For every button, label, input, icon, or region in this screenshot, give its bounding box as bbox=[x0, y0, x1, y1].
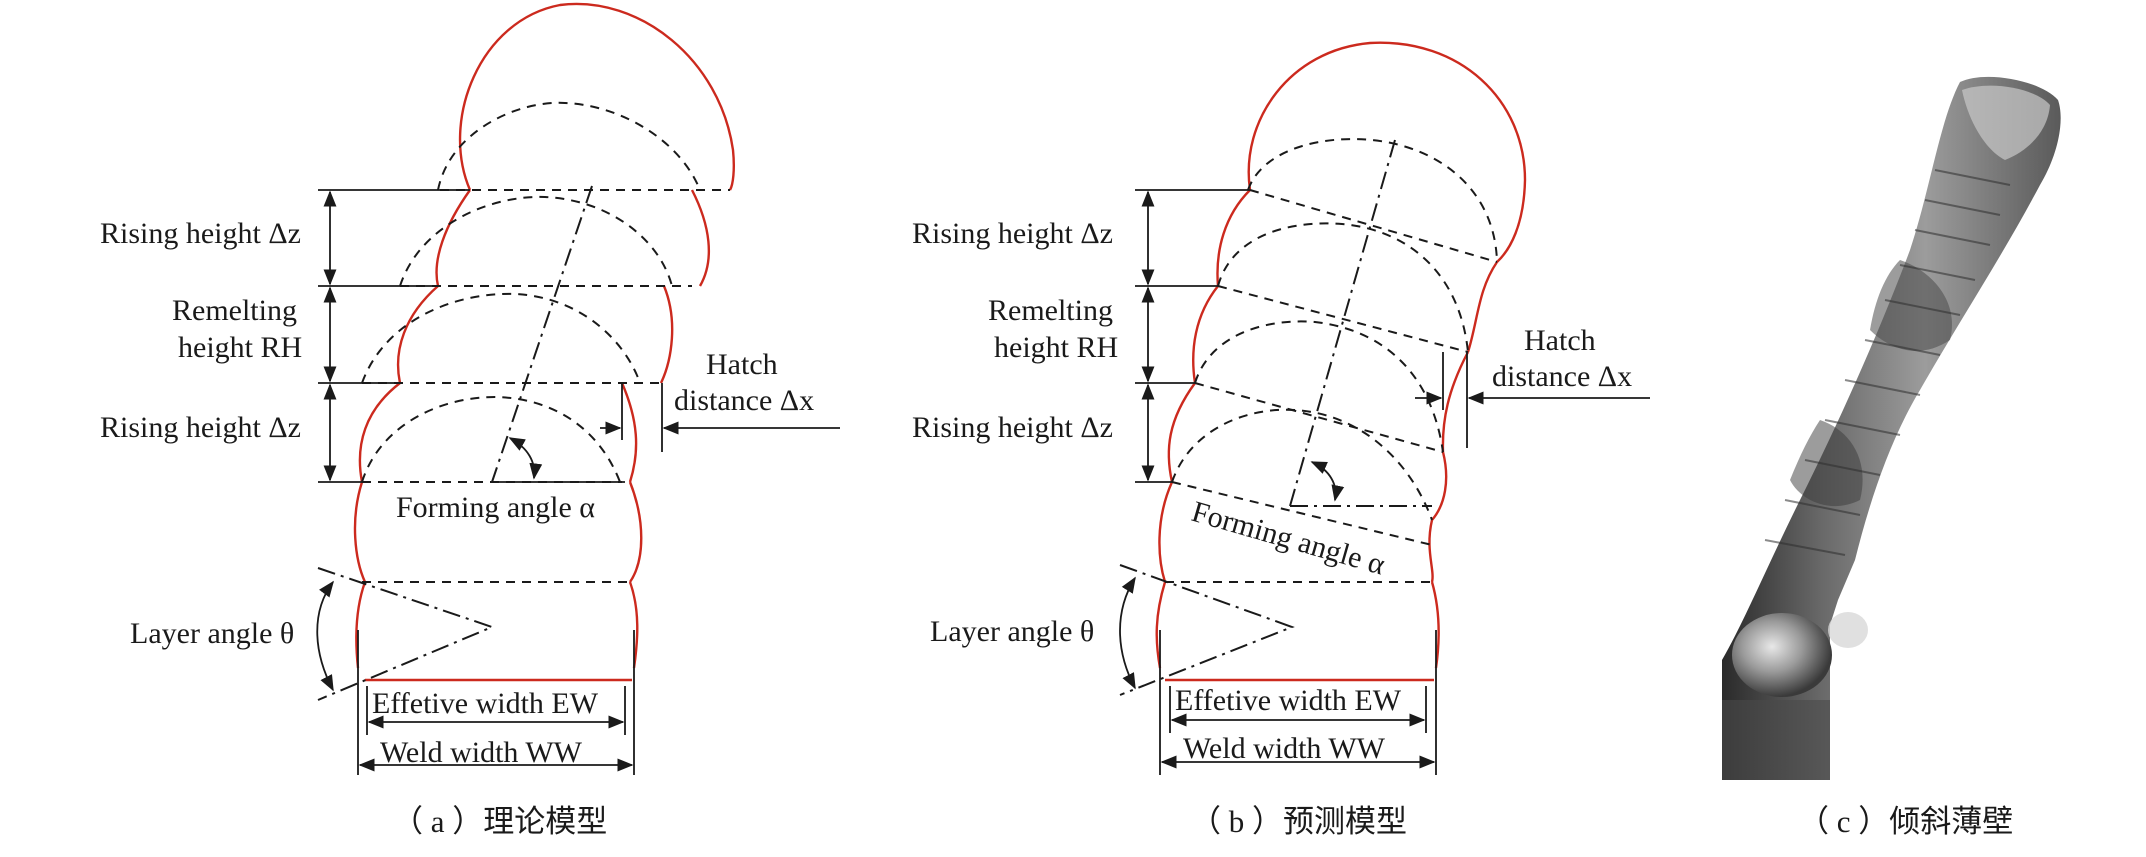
panel-a-caption: （ a ）理论模型 bbox=[392, 804, 607, 839]
panel-b-bead-outline bbox=[1155, 41, 1527, 682]
panel-b-layer-arcs bbox=[1165, 138, 1498, 583]
panel-b-rising-height-bottom: Rising height Δz bbox=[912, 411, 1113, 444]
panel-b-dimension-lines bbox=[1135, 189, 1650, 775]
panel-c-inclined-wall-photo: （ c ）倾斜薄壁 bbox=[1722, 76, 2061, 839]
panel-a-bead-outline bbox=[353, 2, 735, 682]
panel-b-hatch-line2: distance Δx bbox=[1492, 360, 1632, 393]
panel-b-remelting-line2: height RH bbox=[994, 331, 1118, 364]
panel-a-theoretical-model: Rising height Δz Remelting height RH Ris… bbox=[100, 2, 840, 839]
panel-b-effective-width: Effetive width EW bbox=[1175, 684, 1402, 717]
panel-b-layer-angle: Layer angle θ bbox=[930, 615, 1094, 648]
panel-a-layer-angle-marker bbox=[316, 567, 495, 701]
panel-a-effective-width: Effetive width EW bbox=[372, 687, 599, 720]
panel-b-forming-angle: Forming angle α bbox=[1188, 495, 1389, 582]
panel-a-hatch-line1: Hatch bbox=[706, 348, 778, 381]
inclined-thin-wall-image bbox=[1722, 76, 2061, 780]
panel-b-weld-width: Weld width WW bbox=[1183, 732, 1386, 765]
panel-a-rising-height-top: Rising height Δz bbox=[100, 217, 301, 250]
panel-b-rising-height-top: Rising height Δz bbox=[912, 217, 1113, 250]
panel-a-rising-height-bottom: Rising height Δz bbox=[100, 411, 301, 444]
panel-a-remelting-line1: Remelting bbox=[172, 294, 297, 327]
panel-a-remelting-line2: height RH bbox=[178, 331, 302, 364]
panel-b-layer-angle-marker bbox=[1119, 564, 1295, 696]
panel-c-caption: （ c ）倾斜薄壁 bbox=[1798, 804, 2013, 839]
panel-b-caption: （ b ）预测模型 bbox=[1190, 804, 1407, 839]
panel-a-dimension-lines bbox=[318, 189, 840, 775]
panel-b-remelting-line1: Remelting bbox=[988, 294, 1113, 327]
panel-b-prediction-model: Rising height Δz Remelting height RH Ris… bbox=[912, 41, 1650, 839]
panel-a-forming-angle: Forming angle α bbox=[396, 491, 595, 524]
panel-b-center-axis bbox=[1289, 139, 1432, 507]
panel-a-weld-width: Weld width WW bbox=[380, 736, 583, 769]
panel-b-hatch-line1: Hatch bbox=[1524, 324, 1596, 357]
panel-a-center-axis bbox=[491, 185, 625, 483]
substrate-base-blob bbox=[1732, 613, 1832, 697]
panel-a-hatch-line2: distance Δx bbox=[674, 384, 814, 417]
panel-a-layer-angle: Layer angle θ bbox=[130, 617, 294, 650]
